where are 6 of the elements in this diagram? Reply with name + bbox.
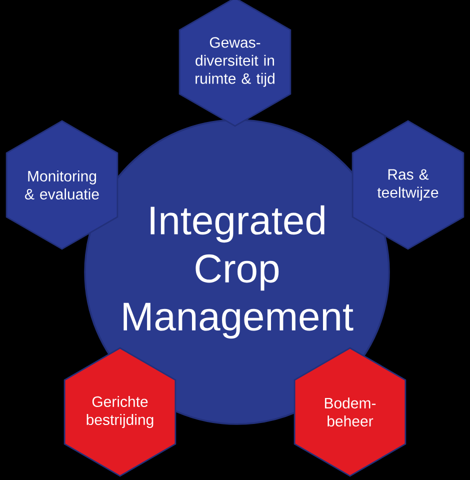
- hexagon-label: Monitoring & evaluatie: [25, 170, 99, 200]
- hexagon-label: Gewas- diversiteit in ruimte & tijd: [196, 37, 274, 87]
- hexagon-label: Gerichte bestrijding: [86, 396, 154, 428]
- title-text: Integrated Crop Management: [124, 205, 354, 339]
- hexagon-label: Ras & teeltwijze: [377, 169, 438, 201]
- hexagon-label: Bodem- beheer: [324, 397, 376, 427]
